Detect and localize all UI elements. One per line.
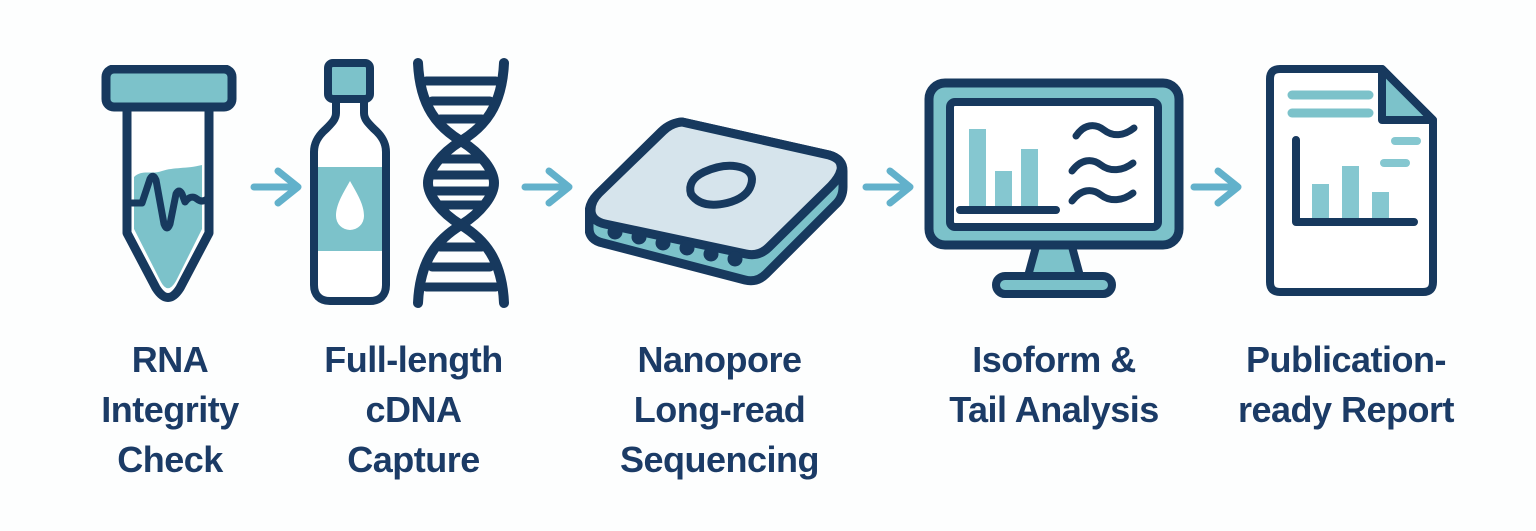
- step-label-full-length-cdna-capture: Full-length cDNA Capture: [324, 339, 503, 480]
- step-icon-box: [306, 55, 521, 310]
- read-squiggles: [1068, 122, 1138, 205]
- connector: [521, 55, 577, 209]
- step-icon-box: [924, 55, 1184, 310]
- arrow-right-icon: [521, 167, 573, 207]
- step-isoform-tail-analysis: Isoform & Tail Analysis: [918, 55, 1190, 435]
- annotation-dashes: [1379, 137, 1421, 167]
- step-label-nanopore-long-read-sequencing: Nanopore Long-read Sequencing: [619, 339, 820, 480]
- report-document-icon: [1265, 65, 1437, 296]
- step-icon-box: [584, 55, 855, 310]
- bottle-dna-helix-icon: [310, 58, 509, 308]
- step-full-length-cdna-capture: Full-length cDNA Capture: [306, 55, 521, 485]
- connector: [1190, 55, 1246, 209]
- nanopore-sequencer-icon: [584, 117, 847, 286]
- sample-tube-icon: [101, 65, 237, 302]
- port-dots: [607, 224, 742, 267]
- bar-chart: [969, 129, 1038, 209]
- arrow-right-icon: [862, 167, 914, 207]
- folded-corner: [1377, 65, 1437, 124]
- step-icon-box: [100, 55, 240, 310]
- connector: [250, 55, 306, 209]
- step-label-rna-integrity-check: RNA Integrity Check: [101, 339, 239, 480]
- report-bar-chart: [1311, 166, 1389, 222]
- step-icon-box: [1254, 55, 1439, 310]
- text-lines: [1287, 90, 1373, 118]
- reagent-bottle-icon: [310, 59, 390, 305]
- dna-helix-icon: [413, 58, 509, 308]
- step-label-isoform-tail-analysis: Isoform & Tail Analysis: [949, 339, 1159, 430]
- step-nanopore-long-read-sequencing: Nanopore Long-read Sequencing: [577, 55, 862, 485]
- step-label-publication-ready-report: Publication- ready Report: [1237, 339, 1455, 430]
- flow-cell-port: [685, 161, 756, 209]
- analysis-monitor-icon: [924, 78, 1184, 298]
- arrow-right-icon: [250, 167, 302, 207]
- arrow-right-icon: [1190, 167, 1242, 207]
- step-rna-integrity-check: RNA Integrity Check: [90, 55, 250, 485]
- connector: [862, 55, 918, 209]
- step-publication-ready-report: Publication- ready Report: [1238, 55, 1455, 435]
